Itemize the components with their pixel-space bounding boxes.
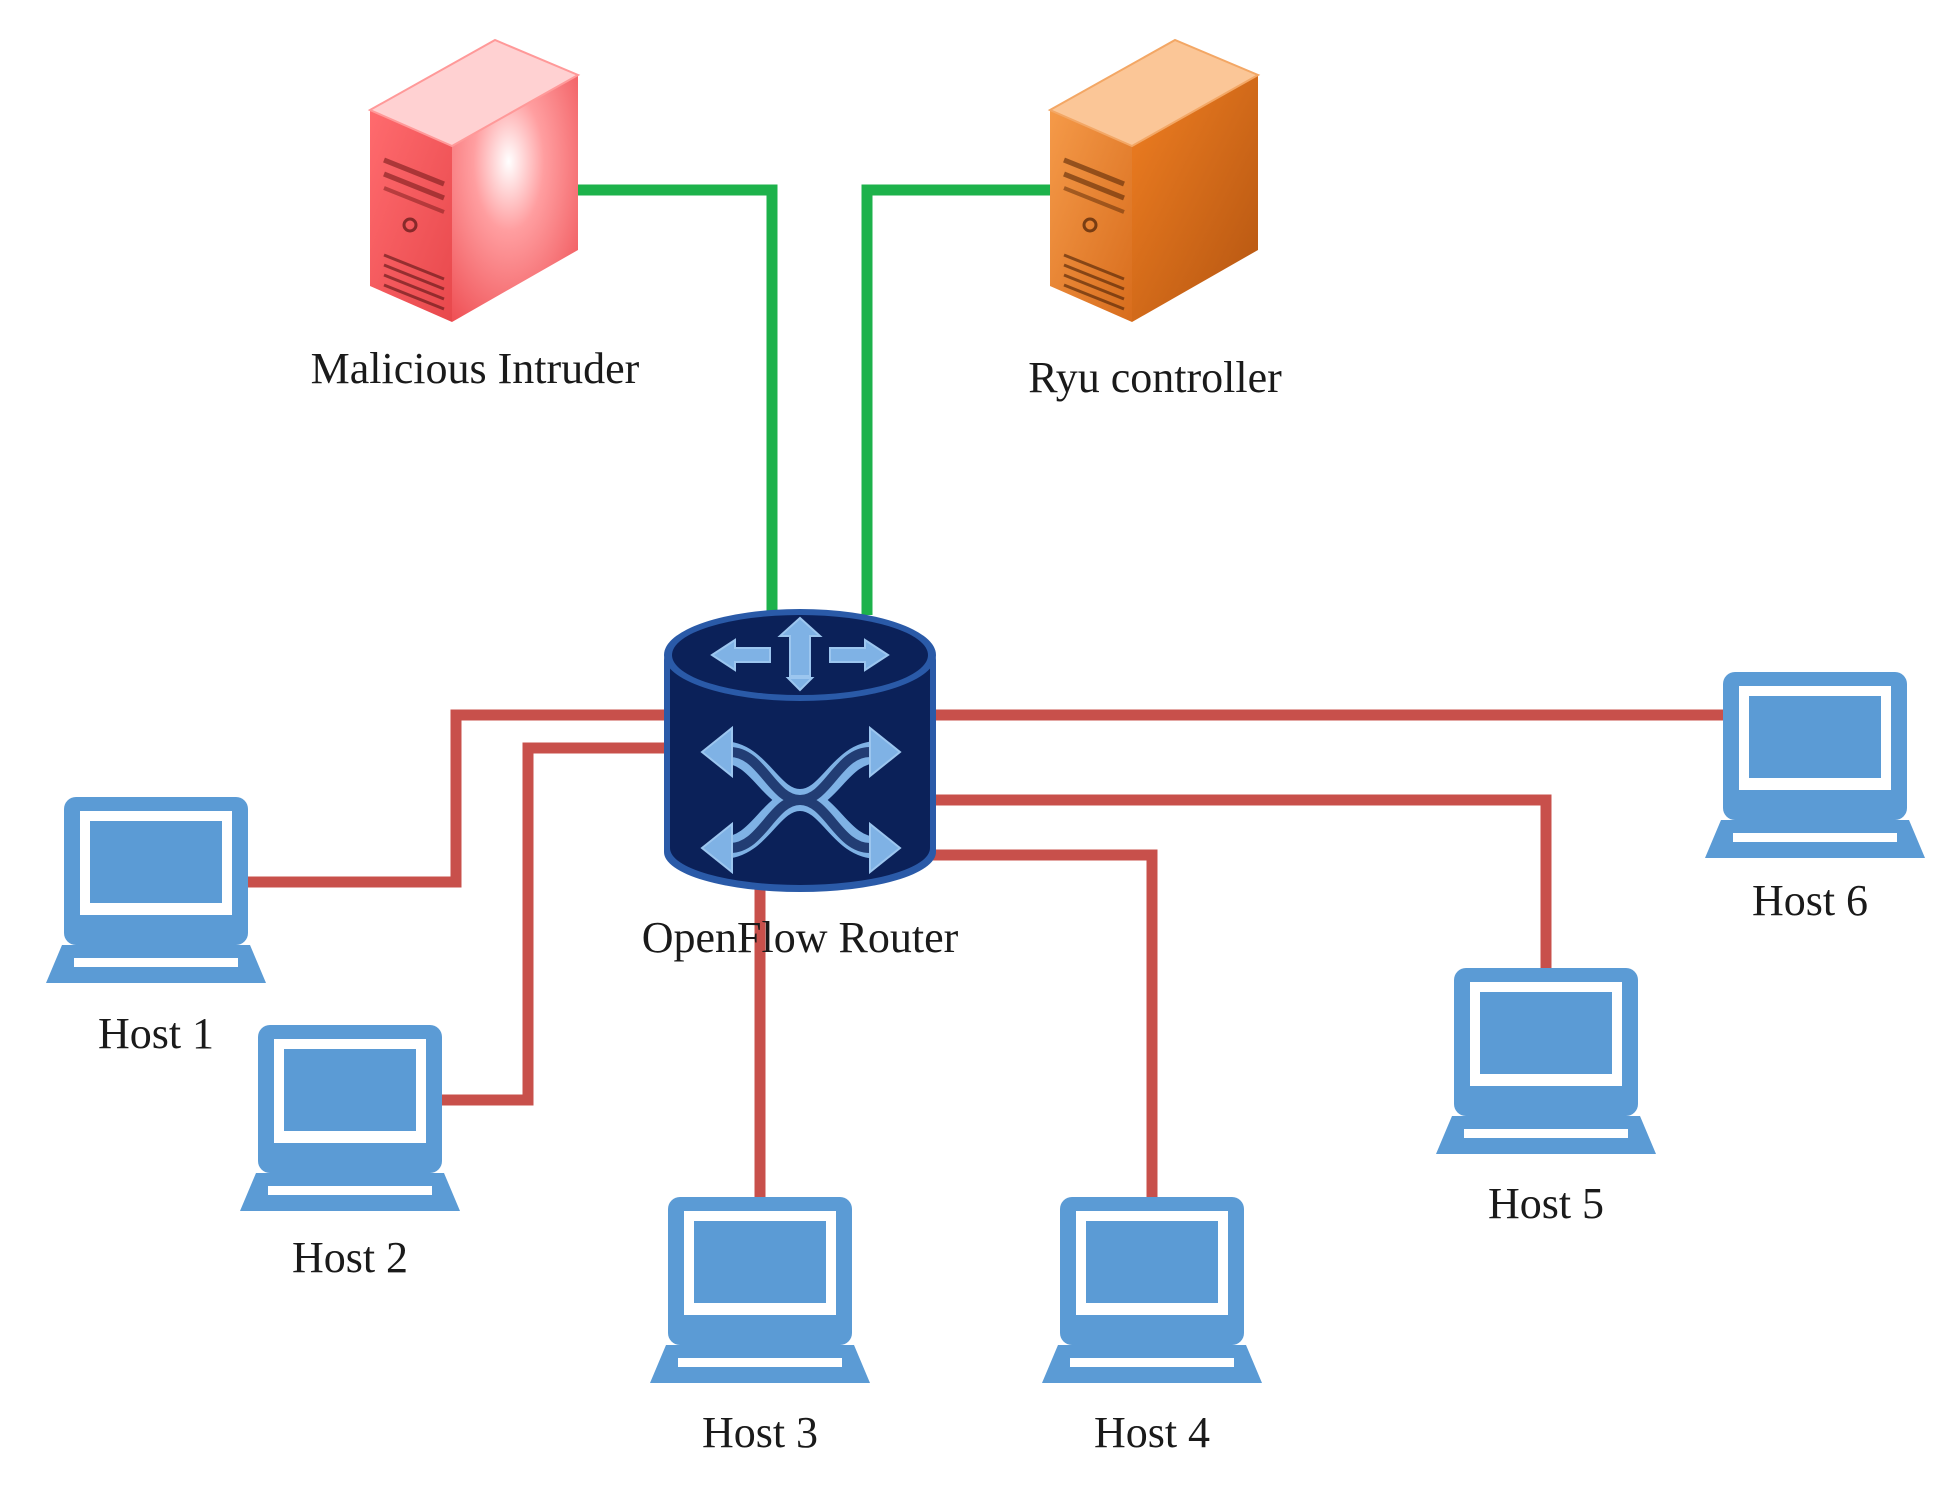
intruder-label: Malicious Intruder <box>311 344 640 393</box>
openflow-router: router <box>664 609 936 892</box>
link-host2 <box>432 742 670 1106</box>
router-label: OpenFlow Router <box>642 913 959 962</box>
control-link-controller <box>861 184 1065 615</box>
host-3-label: Host 3 <box>702 1408 818 1457</box>
host-2-label: Host 2 <box>292 1233 408 1282</box>
laptop-icon <box>1042 1197 1262 1383</box>
laptop-icon <box>1436 968 1656 1154</box>
laptop-icon <box>240 1025 460 1211</box>
data-links <box>235 709 1727 1200</box>
link-host4 <box>925 849 1158 1200</box>
host-1-label: Host 1 <box>98 1009 214 1058</box>
host-3: Host 3 <box>650 1197 870 1457</box>
host-2: Host 2 <box>240 1025 460 1282</box>
ryu-controller-server: server <box>1047 38 1261 322</box>
host-4: Host 4 <box>1042 1197 1262 1457</box>
host-4-label: Host 4 <box>1094 1408 1210 1457</box>
host-5: Host 5 <box>1436 968 1656 1228</box>
link-host1 <box>235 709 670 888</box>
host-5-label: Host 5 <box>1488 1179 1604 1228</box>
laptop-icon <box>1705 672 1925 858</box>
malicious-intruder-server: server <box>367 38 581 322</box>
host-6: Host 6 <box>1705 672 1925 925</box>
laptop-icon <box>46 797 266 983</box>
laptop-icon <box>650 1197 870 1383</box>
link-host5 <box>925 794 1552 978</box>
host-1: Host 1 <box>46 797 266 1058</box>
controller-label: Ryu controller <box>1028 353 1282 402</box>
host-6-label: Host 6 <box>1752 876 1868 925</box>
control-link-intruder <box>570 184 778 615</box>
